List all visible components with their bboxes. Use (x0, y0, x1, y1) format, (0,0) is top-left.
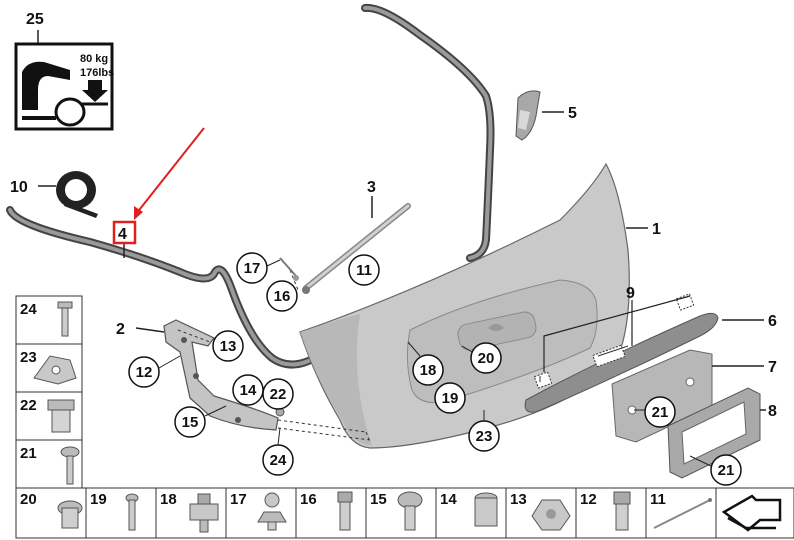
strut-ballstud[interactable] (279, 257, 299, 281)
callout-20-text: 20 (478, 350, 495, 367)
callout-15[interactable]: 15 (174, 406, 206, 438)
callout-12-text: 12 (136, 364, 153, 381)
label-5[interactable]: 5 (568, 105, 577, 122)
highlight-box (112, 220, 137, 245)
side-cell-22-label: 22 (20, 397, 37, 414)
side-cell-21[interactable]: 21 (20, 445, 80, 485)
callout-circles: 11 17 16 13 12 14 22 15 (128, 252, 742, 486)
side-cell-22[interactable]: 22 (20, 397, 75, 433)
callout-14-text: 14 (240, 382, 257, 399)
callout-16-text: 16 (274, 288, 291, 305)
tailgate-panel[interactable] (299, 162, 630, 449)
highlight-arrow (135, 127, 205, 215)
callout-21a[interactable]: 21 (644, 396, 676, 428)
label-25: 25 (26, 11, 44, 28)
bottom-cell-13[interactable]: 13 (510, 491, 571, 531)
callout-19-text: 19 (442, 390, 459, 407)
bracket[interactable] (515, 90, 541, 141)
callout-16[interactable]: 16 (266, 280, 298, 312)
arrow-head-icon (134, 206, 143, 220)
weight-kg: 80 kg (80, 53, 108, 65)
bottom-cell-14[interactable]: 14 (440, 491, 498, 527)
bottom-cell-11-label: 11 (650, 491, 666, 508)
warning-box[interactable]: 25 80 kg 176lbs (14, 11, 114, 131)
more-parts-icon[interactable] (721, 494, 782, 532)
callout-20[interactable]: 20 (470, 342, 502, 374)
bottom-cell-15-label: 15 (370, 491, 387, 508)
callout-18-text: 18 (420, 362, 437, 379)
callout-21b-text: 21 (718, 462, 735, 479)
leader-lines (177, 269, 371, 441)
tape-roll[interactable] (56, 171, 98, 218)
callout-11[interactable]: 11 (348, 254, 380, 286)
bottom-cell-19-label: 19 (90, 491, 107, 508)
callout-17[interactable]: 17 (236, 252, 268, 284)
bottom-cell-17-label: 17 (230, 491, 247, 508)
hinge[interactable] (163, 319, 279, 431)
bottom-cell-20-label: 20 (20, 491, 37, 508)
label-3[interactable]: 3 (367, 179, 376, 196)
label-8[interactable]: 8 (768, 403, 777, 420)
side-column: 24 23 22 21 (15, 295, 83, 489)
side-cell-24-label: 24 (20, 301, 37, 318)
side-cell-23[interactable]: 23 (20, 349, 77, 385)
callout-23-text: 23 (476, 428, 493, 445)
callout-23[interactable]: 23 (468, 420, 500, 452)
callout-19[interactable]: 19 (434, 382, 466, 414)
bottom-row: 20 19 18 17 16 15 (15, 487, 794, 539)
callout-18[interactable]: 18 (412, 354, 444, 386)
weatherstrip-seal[interactable] (6, 3, 495, 369)
down-arrow-icon (82, 80, 108, 102)
bottom-cell-19[interactable]: 19 (90, 491, 139, 531)
callout-24[interactable]: 24 (262, 444, 294, 476)
callout-24-text: 24 (270, 452, 287, 469)
label-7[interactable]: 7 (768, 359, 777, 376)
bottom-cell-17[interactable]: 17 (230, 491, 287, 531)
callout-17-text: 17 (244, 260, 261, 277)
callout-11-text: 11 (356, 262, 372, 279)
bottom-cell-16[interactable]: 16 (300, 491, 353, 531)
side-cell-24[interactable]: 24 (20, 301, 73, 337)
bottom-cell-12[interactable]: 12 (580, 491, 631, 531)
callout-21b[interactable]: 21 (710, 454, 742, 486)
label-2[interactable]: 2 (116, 321, 125, 338)
callout-12[interactable]: 12 (128, 356, 160, 388)
gas-strut[interactable] (302, 203, 411, 294)
bottom-cell-20[interactable]: 20 (20, 491, 83, 529)
side-cell-21-label: 21 (20, 445, 37, 462)
side-cell-23-label: 23 (20, 349, 37, 366)
bottom-cell-12-label: 12 (580, 491, 597, 508)
callout-14[interactable]: 14 (232, 374, 264, 406)
bottom-cell-13-label: 13 (510, 491, 527, 508)
callout-22[interactable]: 22 (262, 378, 294, 410)
label-4[interactable]: 4 (118, 226, 127, 243)
bottom-cell-11[interactable]: 11 (650, 491, 712, 529)
trim-strip[interactable] (524, 312, 719, 413)
bottom-cell-16-label: 16 (300, 491, 317, 508)
bottom-cell-18-label: 18 (160, 491, 177, 508)
callout-21a-text: 21 (652, 404, 669, 421)
callout-13-text: 13 (220, 338, 237, 355)
bottom-cell-14-label: 14 (440, 491, 457, 508)
label-6[interactable]: 6 (768, 313, 777, 330)
label-9[interactable]: 9 (626, 285, 635, 302)
hatch-icon (22, 61, 70, 110)
bottom-cell-18[interactable]: 18 (160, 491, 219, 533)
label-1[interactable]: 1 (652, 221, 661, 238)
label-10[interactable]: 10 (10, 179, 28, 196)
bottom-cell-15[interactable]: 15 (370, 491, 423, 531)
plate-frame[interactable] (667, 387, 761, 479)
callout-13[interactable]: 13 (212, 330, 244, 362)
weight-lbs: 176lbs (80, 67, 114, 79)
callout-15-text: 15 (182, 414, 199, 431)
callout-22-text: 22 (270, 386, 287, 403)
